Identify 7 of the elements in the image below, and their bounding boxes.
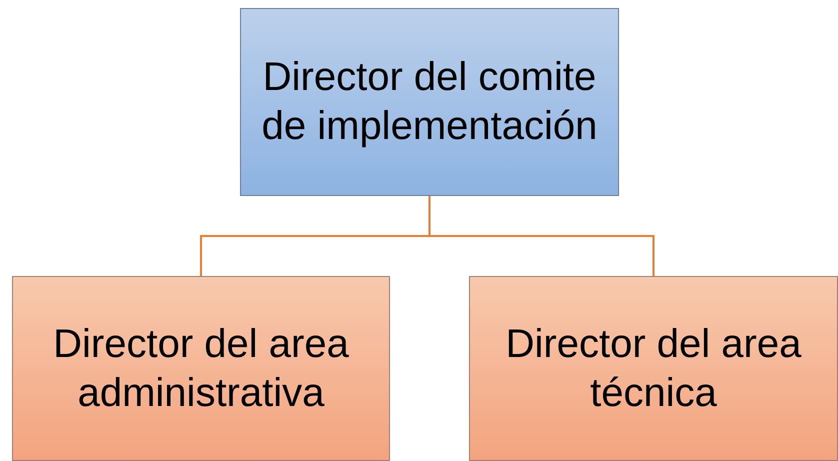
department-box — [12, 276, 390, 461]
box-title: Director del area administrativa — [52, 320, 350, 416]
box-title: Director del comite de implementación — [260, 54, 598, 150]
director-box — [240, 8, 619, 196]
connector-line — [428, 196, 654, 276]
box-title: Director del area técnica — [504, 320, 802, 416]
department-box — [469, 276, 838, 461]
